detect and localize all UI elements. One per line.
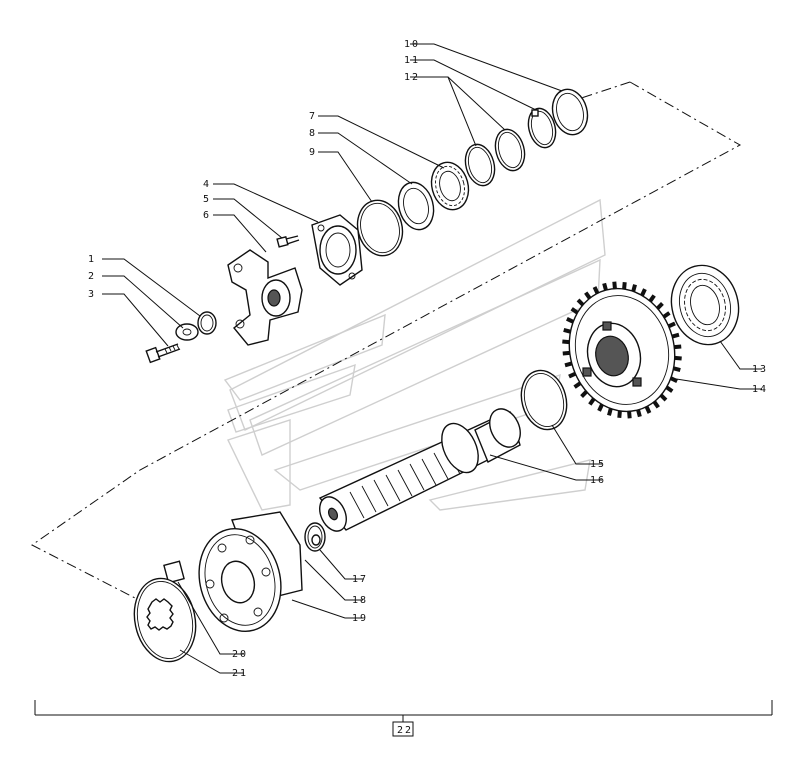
part-1-ring xyxy=(197,311,217,335)
gear-tooth xyxy=(636,409,642,418)
gear-tooth xyxy=(566,317,575,324)
callout-9: 9 xyxy=(309,147,317,158)
leader-lines xyxy=(102,43,762,674)
gear-tooth xyxy=(576,298,585,307)
gear-tooth xyxy=(662,311,671,319)
callout-16: 16 xyxy=(590,475,606,486)
callouts: 1 2 3 4 5 6 7 8 9 10 11 12 13 14 15 16 1… xyxy=(88,39,768,679)
callout-14: 14 xyxy=(752,384,768,395)
callout-5: 5 xyxy=(203,194,211,205)
gear-tooth xyxy=(665,385,674,393)
callout-11: 11 xyxy=(404,55,420,66)
gear-tooth xyxy=(656,302,664,310)
gear-tooth xyxy=(602,282,608,291)
gear-tooth xyxy=(592,286,600,295)
callout-1: 1 xyxy=(88,254,96,265)
callout-6: 6 xyxy=(203,210,211,221)
gear-tooth xyxy=(622,281,627,290)
gear-tooth xyxy=(627,411,632,419)
callout-17: 17 xyxy=(352,574,368,585)
callout-8: 8 xyxy=(309,128,317,139)
part-6-yoke xyxy=(227,249,303,346)
part-13-bearing xyxy=(670,264,740,346)
part-20-spring xyxy=(163,560,185,584)
gear-tooth xyxy=(674,344,682,350)
part-3-bolt xyxy=(145,343,181,364)
gear-tooth xyxy=(580,390,588,398)
part-7-bearing xyxy=(430,161,470,211)
gear-tooth xyxy=(568,371,577,379)
callout-15: 15 xyxy=(590,459,606,470)
gear-tooth xyxy=(573,381,582,389)
gear-tooth xyxy=(584,291,592,300)
part-21-disc xyxy=(133,577,197,663)
gear-tooth xyxy=(644,405,652,414)
gear-tooth xyxy=(597,403,604,412)
gear-tooth xyxy=(671,332,680,339)
gear-tooth xyxy=(570,307,579,315)
part-4-cover xyxy=(311,214,363,286)
callout-4: 4 xyxy=(203,179,211,190)
part-10-ring xyxy=(551,88,589,136)
gear-tooth xyxy=(659,393,668,402)
gear-tooth xyxy=(652,400,660,409)
gear-tooth xyxy=(617,410,622,419)
part-11-snap-ring xyxy=(527,107,557,149)
part-9-oring xyxy=(356,199,404,257)
gear-tooth xyxy=(612,281,617,289)
part-12-shims xyxy=(464,128,526,187)
part-2-washer xyxy=(175,323,199,341)
gear-tooth xyxy=(588,397,596,406)
part-16-shaft xyxy=(318,408,521,532)
part-5-screw xyxy=(276,235,300,248)
callout-10: 10 xyxy=(404,39,420,50)
gear-tooth xyxy=(562,339,570,345)
assembly-bracket: 22 xyxy=(34,700,773,737)
callout-21: 21 xyxy=(232,668,248,679)
gear-tooth xyxy=(564,361,573,368)
gear-tooth xyxy=(673,366,681,373)
gear-tooth xyxy=(562,350,570,356)
callout-12: 12 xyxy=(404,72,420,83)
gear-tooth xyxy=(648,294,656,303)
part-19-hub xyxy=(198,511,303,632)
callout-19: 19 xyxy=(352,613,368,624)
part-8-seal xyxy=(397,181,435,231)
callout-7: 7 xyxy=(309,111,317,122)
gear-tooth xyxy=(674,355,682,361)
callout-3: 3 xyxy=(88,289,96,300)
gear-tooth xyxy=(667,321,676,329)
gear-tooth xyxy=(631,284,637,292)
part-14-gear xyxy=(562,281,682,419)
callout-18: 18 xyxy=(352,595,368,606)
part-18-plug xyxy=(311,534,321,546)
gear-tooth xyxy=(640,288,647,297)
callout-2: 2 xyxy=(88,271,96,282)
callout-20: 20 xyxy=(232,649,248,660)
callout-13: 13 xyxy=(752,364,768,375)
part-15-oring xyxy=(520,369,568,431)
gear-tooth xyxy=(563,327,571,334)
gear-tooth xyxy=(607,408,613,416)
assembly-label-22: 22 xyxy=(397,725,413,736)
